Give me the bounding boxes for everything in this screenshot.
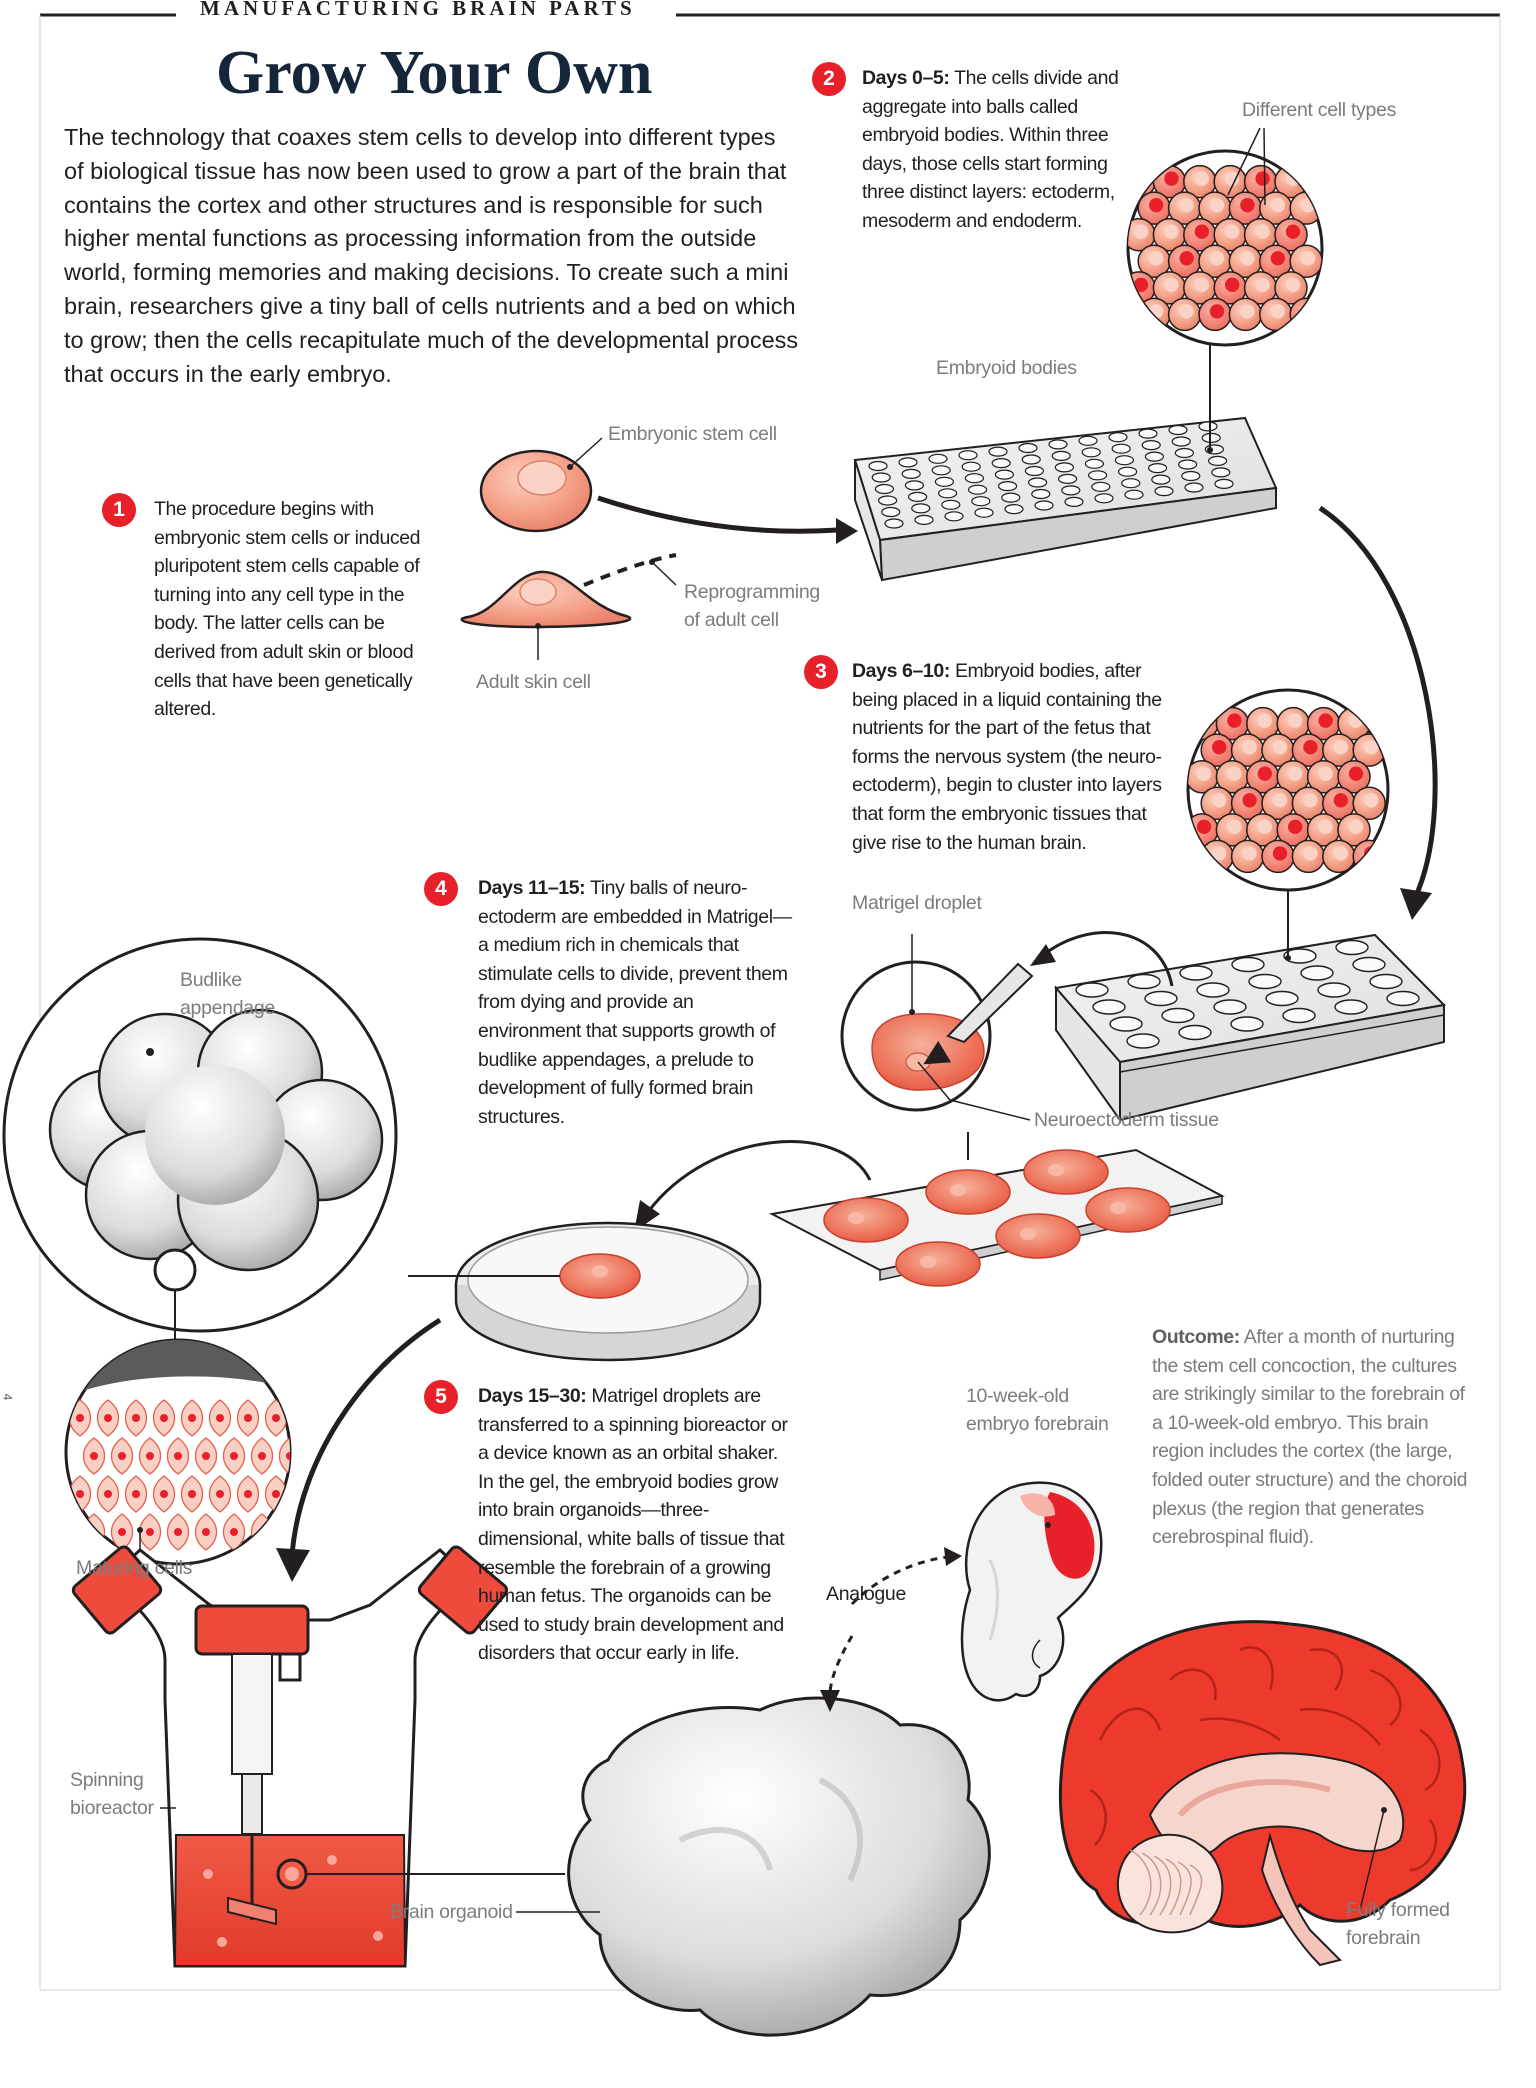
- step-1-description: The procedure begins with embryonic stem…: [154, 498, 421, 721]
- step-3-description: Embryoid bodies, after being placed in a…: [852, 660, 1162, 854]
- outcome-text: Outcome: After a month of nurturing the …: [1152, 1323, 1472, 1552]
- step-3-badge: 3: [804, 655, 838, 689]
- label-of-adult-cell: of adult cell: [684, 609, 779, 631]
- embryo-10-week: [960, 1481, 1103, 1702]
- analogue-arrows: [820, 1547, 962, 1712]
- stem-cell-arrow: [597, 495, 839, 534]
- label-embryo-forebrain-1: 10-week-old: [966, 1385, 1069, 1407]
- outcome-lead: Outcome:: [1152, 1326, 1240, 1348]
- step-5-badge: 5: [424, 1380, 458, 1414]
- step-4-text: Days 11–15: Tiny balls of neuro-ectoderm…: [478, 874, 798, 1131]
- step-5-lead: Days 15–30:: [478, 1385, 587, 1407]
- matrigel-droplet-closeup: [840, 934, 1034, 1121]
- step-2-text: Days 0–5: The cells divide and aggregate…: [862, 64, 1130, 236]
- maturing-cells-closeup: [64, 1338, 292, 1590]
- to-bioreactor-arrow: [289, 1317, 442, 1556]
- plate-wells: [868, 421, 1234, 529]
- step-2-lead: Days 0–5:: [862, 67, 950, 89]
- step-5-description: Matrigel droplets are transferred to a s…: [478, 1385, 788, 1665]
- budlike-appendage-closeup: [2, 937, 398, 1340]
- section-label: MANUFACTURING BRAIN PARTS: [200, 0, 636, 20]
- neuroectoderm-plate: [1054, 933, 1447, 1124]
- step-5-text: Days 15–30: Matrigel droplets are transf…: [478, 1382, 794, 1668]
- spinning-bioreactor: [71, 1545, 565, 1968]
- step-4-badge: 4: [424, 872, 458, 906]
- neuroectoderm-closeup: [1186, 688, 1390, 961]
- tray-to-dish-arrow: [646, 1140, 872, 1213]
- label-embryoid-bodies: Embryoid bodies: [936, 357, 1077, 379]
- label-brain-organoid: Brain organoid: [390, 1901, 513, 1923]
- embryoid-bodies-plate: [853, 416, 1278, 582]
- label-forebrain: forebrain: [1346, 1927, 1421, 1949]
- label-adult-skin-cell: Adult skin cell: [476, 671, 591, 693]
- label-appendage: appendage: [180, 997, 275, 1019]
- label-neuroectoderm-tissue: Neuroectoderm tissue: [1034, 1109, 1219, 1131]
- label-embryonic-stem-cell: Embryonic stem cell: [608, 423, 777, 445]
- step-2-badge: 2: [812, 62, 846, 96]
- page-title: Grow Your Own: [216, 39, 653, 107]
- fully-formed-forebrain: [1058, 1620, 1467, 1967]
- step-4-description: Tiny balls of neuro-ectoderm are embedde…: [478, 877, 792, 1128]
- label-budlike: Budlike: [180, 969, 242, 991]
- label-bioreactor: bioreactor: [70, 1797, 154, 1819]
- step-3-lead: Days 6–10:: [852, 660, 950, 682]
- intro-paragraph: The technology that coaxes stem cells to…: [64, 124, 799, 387]
- label-fully-formed: Fully formed: [1346, 1899, 1450, 1921]
- matrigel-droplet-tray: [768, 1132, 1225, 1287]
- label-spinning: Spinning: [70, 1769, 144, 1791]
- plate-wells: [1075, 939, 1420, 1049]
- label-embryo-forebrain-2: embryo forebrain: [966, 1413, 1109, 1435]
- plate-to-step3-arrow: [1318, 505, 1438, 900]
- well-to-droplet-arrow: [1041, 931, 1174, 987]
- brain-organoid: [516, 1696, 991, 2037]
- label-matrigel-droplet: Matrigel droplet: [852, 892, 982, 914]
- step-1-badge: 1: [102, 493, 136, 527]
- embryoid-bodies-closeup: [1126, 127, 1324, 453]
- label-analogue: Analogue: [826, 1583, 907, 1605]
- label-different-cell-types: Different cell types: [1242, 99, 1397, 121]
- adult-skin-cell: [460, 570, 632, 660]
- white-budlike-tissue: [48, 1008, 384, 1272]
- step-1-text: The procedure begins with embryonic stem…: [154, 495, 439, 724]
- label-maturing-cells: Maturing cells: [76, 1557, 193, 1579]
- step-4-lead: Days 11–15:: [478, 877, 586, 899]
- reprogramming-arrow: [583, 553, 677, 587]
- label-reprogramming: Reprogramming: [684, 581, 820, 603]
- step-2-description: The cells divide and aggregate into ball…: [862, 67, 1119, 232]
- outcome-description: After a month of nurturing the stem cell…: [1152, 1326, 1468, 1549]
- petri-dish: [408, 1221, 762, 1362]
- step-3-text: Days 6–10: Embryoid bodies, after being …: [852, 657, 1174, 857]
- embryonic-stem-cell: [479, 437, 603, 533]
- page-number: 4: [0, 1393, 15, 1401]
